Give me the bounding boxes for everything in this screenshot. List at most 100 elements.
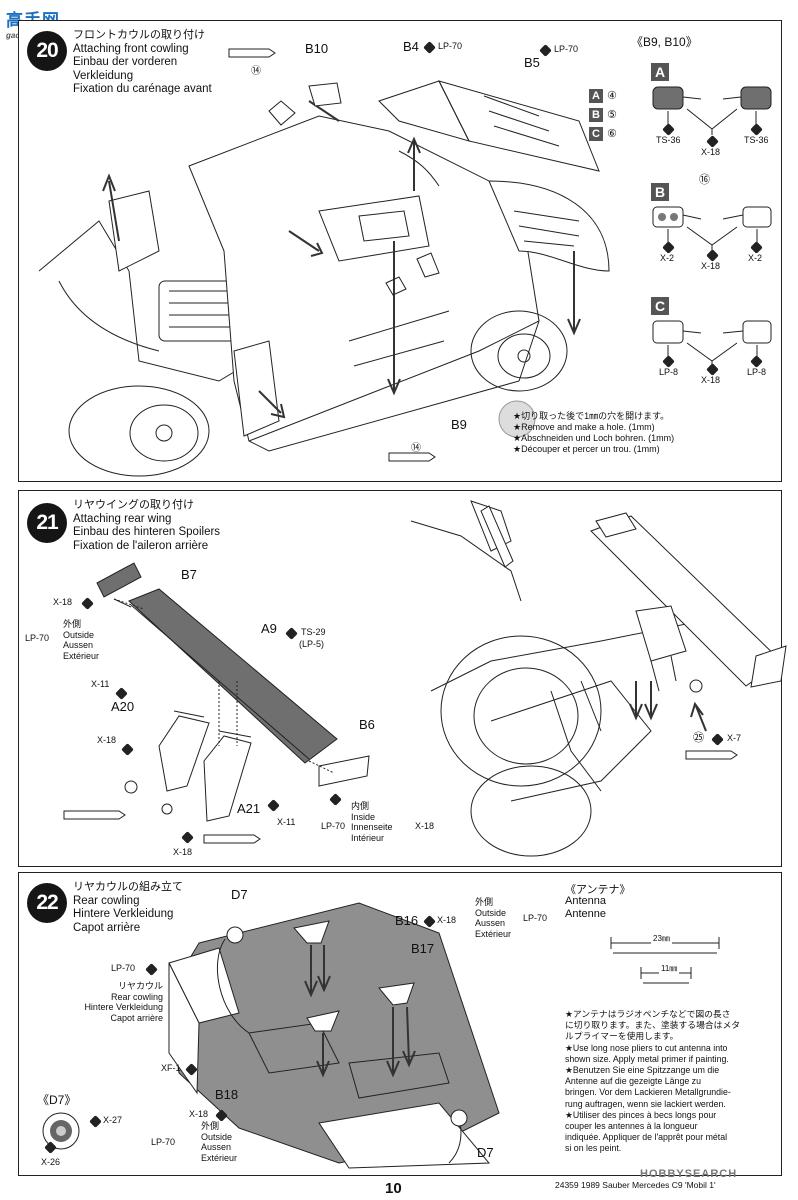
step-20-title-de: Einbau der vorderen [73,56,178,68]
antenna-header: 《アンテナ》 [565,884,631,896]
antenna-notes: ★アンテナはラジオペンチなどで図の長さ に切り取ります。また、塗装する場合はメタ… [565,1009,740,1155]
rear-cowl-labels: リヤカウル Rear cowling Hintere Verkleidung C… [31,981,163,1023]
antenna-note-line: couper les antennes à la longueur [565,1121,698,1132]
step-21-panel: 21 リヤウイングの取り付け Attaching rear wing Einba… [18,490,787,867]
d7-color2: X-26 [41,1157,61,1167]
page-number: 10 [385,1180,402,1197]
rear-cowling-drawing [168,902,500,1169]
part-b16: B16 [395,913,419,928]
mirror-a-left: TS-36 [656,135,681,145]
outside-a9-jp: 外側 [63,619,82,629]
hole-note-de: ★Abschneiden und Loch bohren. (1mm) [513,433,675,443]
b10-knife-ref: ⑭ [251,66,261,77]
mirror-b-center: X-18 [701,261,721,271]
part-b6: B6 [359,717,375,732]
mirrors-header: 《B9, B10》 [631,35,698,49]
b9-knife-ref: ⑭ [411,443,421,454]
decal-ref-letter-c: C [589,127,603,141]
step-20-title-jp: フロントカウルの取り付け [73,29,205,41]
rear-cowl-paint: LP-70 [111,963,136,973]
step-22-title-de: Hintere Verkleidung [73,908,174,920]
antenna-note-line: shown size. Apply metal primer if painti… [565,1053,729,1064]
xf1-color: XF-1 [161,1063,181,1073]
mirror-c-center: X-18 [701,375,721,385]
antenna-length-2: 11㎜ [659,963,680,974]
d7-detail-drawing [42,1112,80,1150]
outside-b16-paint: LP-70 [523,913,548,923]
part-b5: B5 [524,55,540,70]
decal-ref-num-b: ⑤ [607,109,617,121]
step-20-titles: フロントカウルの取り付け Attaching front cowling Ein… [73,29,212,97]
mirror-letter-a: A [651,63,669,81]
inside-b6-en: Inside [351,811,376,822]
antenna-note-line: si on les peint. [565,1143,622,1154]
inside-b6-de: Innenseite [351,822,393,832]
step-22-number: 22 [27,883,67,923]
bottom-color: X-18 [173,847,193,857]
part-a21: A21 [237,801,261,816]
inside-b6-jp: 内側 [351,801,370,811]
outside-a9-paint: LP-70 [25,633,50,643]
part-a9: A9 [261,621,277,636]
page-code: 24359 1989 Sauber Mercedes C9 'Mobil 1' [555,1180,716,1190]
step-20-title-fr: Fixation du carénage avant [73,83,212,95]
step-21-title-de: Einbau des hinteren Spoilers [73,526,221,538]
step-21-title-jp: リヤウイングの取り付け [73,499,194,511]
inside-b6-color: X-18 [415,821,435,831]
antenna-note-line: ★Benutzen Sie eine Spitzzange um die [565,1065,720,1076]
rear-cowl-jp: リヤカウル [117,981,163,991]
decal-ref-letter-a: A [589,89,603,103]
hole-note-icon [498,400,536,438]
part-b10: B10 [305,41,329,56]
a20-color: X-11 [91,679,110,689]
mirror-b-ref: ⑯ [699,174,710,186]
hole-note-jp: ★切り取った後で1㎜の穴を開けます。 [513,411,670,421]
antenna-note-line: に切り取ります。また、塗装する場合はメタ [565,1020,741,1031]
step-20-panel: 20 フロントカウルの取り付け Attaching front cowling … [18,20,782,482]
antenna-note-line: ルプライマーを使用します。 [565,1031,679,1042]
antenna-note-line: ★アンテナはラジオペンチなどで図の長さ [565,1009,731,1019]
outside-b18-jp: 外側 [201,1121,220,1131]
part-a20: A20 [111,699,135,714]
a9-paint: TS-29 [301,627,326,637]
outside-b18-paint: LP-70 [151,1137,176,1147]
antenna-length-1: 23㎜ [651,933,672,944]
step-21-title-fr: Fixation de l'aileron arrière [73,539,209,552]
part-d7-bottom: D7 [477,1145,494,1160]
antenna-note-line: Antenne auf die gezeigte Länge zu [565,1076,701,1087]
mirror-letter-b: B [651,183,669,201]
x7-ref: ㉕ [693,732,704,744]
outside-a9-fr: Extérieur [63,650,100,661]
outside-a9-labels: 外側 Outside Aussen Extérieur [63,619,99,661]
step-22-titles: リヤカウルの組み立て Rear cowling Hintere Verkleid… [73,881,183,935]
step-22-panel: 22 リヤカウルの組み立て Rear cowling Hintere Verkl… [18,872,782,1176]
part-d7-top: D7 [231,887,248,902]
hole-note-en: ★Remove and make a hole. (1mm) [513,422,655,432]
hole-note: ★切り取った後で1㎜の穴を開けます。 ★Remove and make a ho… [513,411,674,455]
b16-color: X-18 [437,915,457,925]
decal-ref-num-a: ④ [607,90,617,102]
step-21-number: 21 [27,503,67,543]
outside-b18-de: Aussen [201,1142,232,1152]
outside-a9-de: Aussen [63,640,94,650]
mirror-a-center: X-18 [701,147,721,157]
d7-detail-header: 《D7》 [37,1093,77,1107]
antenna-note-line: ★Utiliser des pinces à becs longs pour [565,1109,717,1120]
antenna-note-line: bringen. Vor dem Lackieren Metallgrundie… [565,1087,731,1098]
b18-color: X-18 [189,1109,209,1119]
outside-b16-labels: 外側 Outside Aussen Extérieur [475,897,511,939]
rear-cowl-en: Rear cowling [110,991,163,1002]
part-b7: B7 [181,567,197,582]
mirror-b-left: X-2 [660,253,675,263]
part-b4: B4 [403,39,419,54]
inside-b6-fr: Intérieur [351,832,385,843]
part-b18: B18 [215,1087,239,1102]
a21-color: X-11 [277,817,296,827]
outside-b18-fr: Extérieur [201,1152,238,1163]
outside-b18-en: Outside [201,1131,233,1142]
inside-b6-labels: 内側 Inside Innenseite Intérieur [351,801,393,843]
step-21-titles: リヤウイングの取り付け Attaching rear wing Einbau d… [73,499,220,553]
step-22-title-fr: Capot arrière [73,921,141,934]
step-20-number: 20 [27,31,67,71]
outside-b16-jp: 外側 [475,897,494,907]
